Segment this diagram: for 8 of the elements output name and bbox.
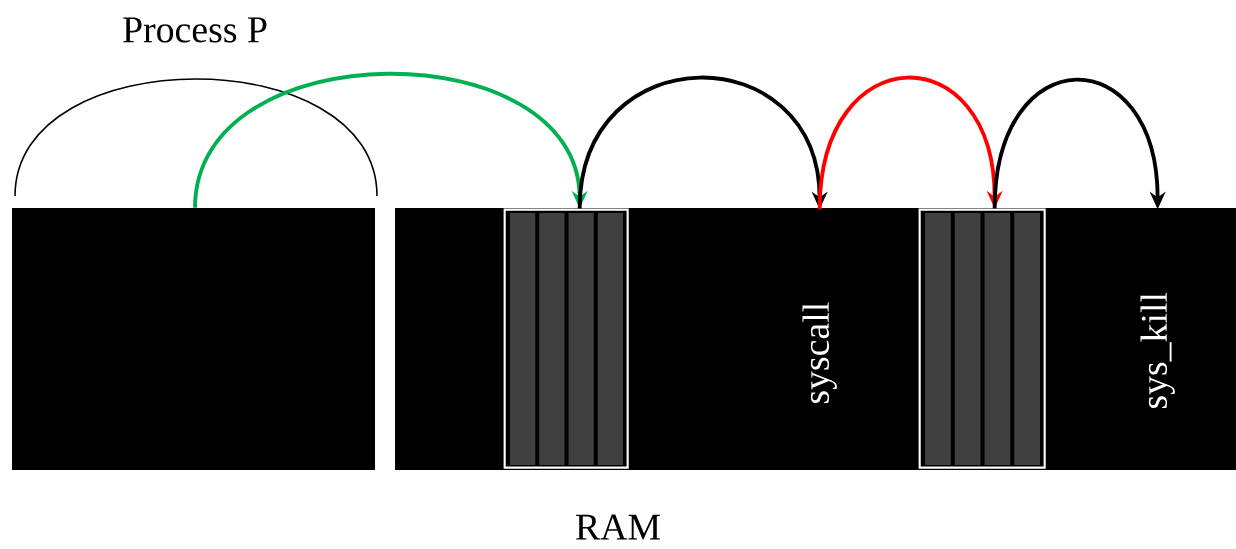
memory-block — [12, 208, 375, 470]
function-label: sys_kill — [1140, 292, 1175, 409]
caption-label: RAM — [576, 514, 660, 540]
arrow — [817, 75, 1003, 210]
caption-label: Process P — [123, 17, 267, 43]
striped-block — [918, 208, 1046, 469]
function-label: syscall — [802, 302, 837, 404]
striped-block — [503, 208, 629, 469]
